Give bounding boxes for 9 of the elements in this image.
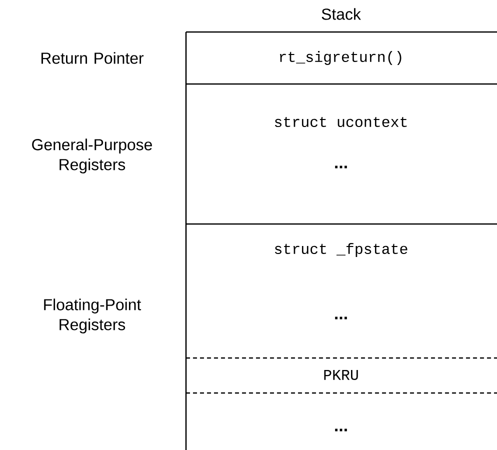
stack-title: Stack [322,8,361,20]
stack-cell: ... [185,392,497,450]
stack-cell: PKRU [185,357,497,393]
row-label: Return Pointer [41,52,144,64]
stack-cell: struct _fpstate ... [185,223,497,358]
stack-cell: struct ucontext ... [185,83,497,224]
row-label: General-Purpose Registers [32,138,152,174]
row-label: Floating-Point Registers [44,298,142,334]
stack-cell: rt_sigreturn() [185,31,497,84]
